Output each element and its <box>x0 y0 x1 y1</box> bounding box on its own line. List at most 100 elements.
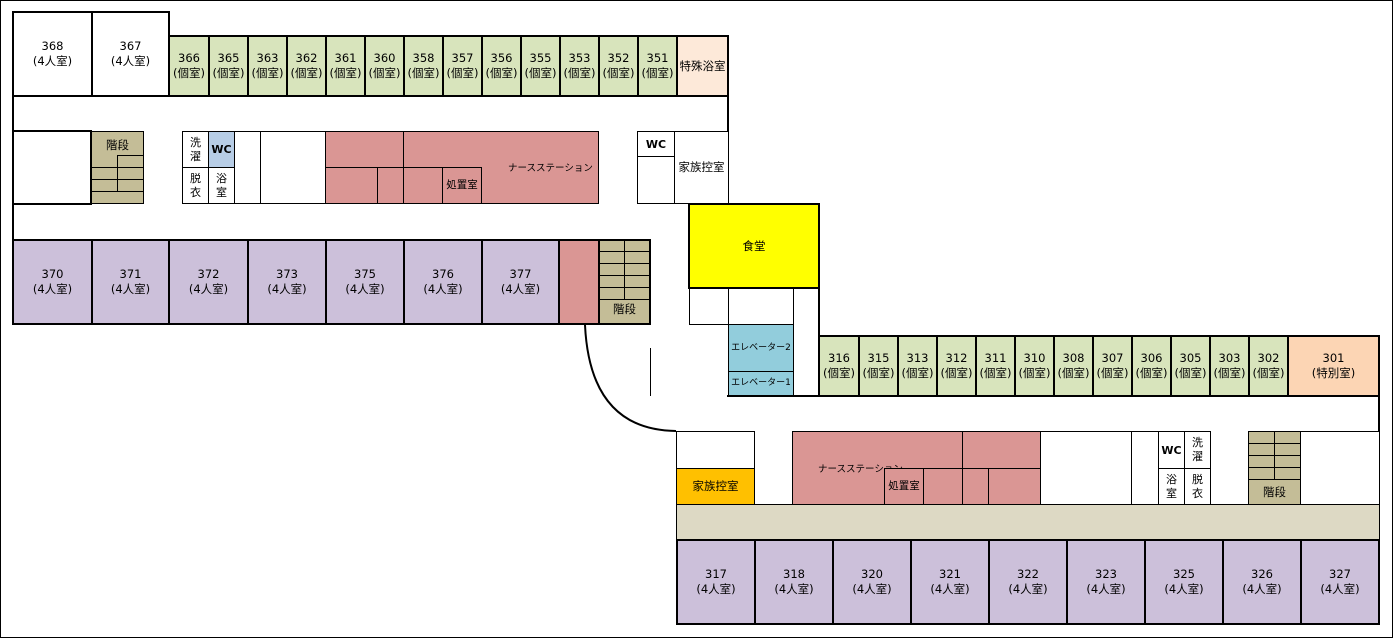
room-368[interactable]: 368 (4人室) <box>12 11 93 97</box>
nurse-area-upper[interactable] <box>325 167 378 204</box>
room-357[interactable]: 357 (個室) <box>442 35 483 97</box>
wc-lower[interactable]: WC <box>1158 431 1185 469</box>
room-308[interactable]: 308 (個室) <box>1053 335 1094 397</box>
room-type: (4人室) <box>110 282 151 296</box>
room-301[interactable]: 301 (特別室) <box>1287 335 1380 397</box>
wall <box>727 395 820 397</box>
room-315[interactable]: 315 (個室) <box>858 335 899 397</box>
room-372[interactable]: 372 (4人室) <box>168 239 249 325</box>
room-375[interactable]: 375 (4人室) <box>325 239 405 325</box>
room-376[interactable]: 376 (4人室) <box>403 239 483 325</box>
room-322[interactable]: 322 (4人室) <box>988 539 1068 625</box>
room-type: (個室) <box>901 366 934 380</box>
family-room-upper[interactable]: 家族控室 <box>674 131 729 204</box>
room-type: (4人室) <box>774 582 814 596</box>
room-number: 352 <box>607 51 630 65</box>
wc-label: WC <box>211 143 232 156</box>
service-room[interactable] <box>689 288 729 325</box>
room-370[interactable]: 370 (4人室) <box>12 239 93 325</box>
room-type: (個室) <box>1018 366 1051 380</box>
room-360[interactable]: 360 (個室) <box>364 35 405 97</box>
room-356[interactable]: 356 (個室) <box>481 35 522 97</box>
room-373[interactable]: 373 (4人室) <box>247 239 327 325</box>
room-377[interactable]: 377 (4人室) <box>481 239 560 325</box>
room-number: 356 <box>490 51 513 65</box>
room-307[interactable]: 307 (個室) <box>1092 335 1133 397</box>
room-number: 366 <box>178 51 200 65</box>
laundry-lower[interactable]: 洗濯 <box>1184 431 1211 469</box>
service-room[interactable] <box>1131 431 1159 505</box>
room-312[interactable]: 312 (個室) <box>936 335 977 397</box>
room-353[interactable]: 353 (個室) <box>559 35 600 97</box>
room-302[interactable]: 302 (個室) <box>1248 335 1289 397</box>
nurse-area-lower[interactable] <box>923 468 963 505</box>
stair-step <box>92 191 143 192</box>
room-number: 301 <box>1322 351 1345 365</box>
wc-upper-east[interactable]: WC <box>637 131 675 157</box>
room-326[interactable]: 326 (4人室) <box>1222 539 1302 625</box>
stair-rail <box>1274 432 1275 479</box>
nurse-area-lower[interactable] <box>962 468 989 505</box>
room-317[interactable]: 317 (4人室) <box>676 539 756 625</box>
family-room-lower[interactable]: 家族控室 <box>676 468 755 505</box>
service-room[interactable] <box>676 431 755 469</box>
service-room[interactable] <box>234 131 261 204</box>
room-310[interactable]: 310 (個室) <box>1014 335 1055 397</box>
service-room[interactable] <box>1040 431 1132 505</box>
bath-lower[interactable]: 浴室 <box>1158 468 1185 505</box>
room-305[interactable]: 305 (個室) <box>1170 335 1211 397</box>
nurse-area-upper[interactable] <box>377 167 404 204</box>
room-371[interactable]: 371 (4人室) <box>91 239 170 325</box>
stairs-label: 階段 <box>613 302 636 316</box>
room-316[interactable]: 316 (個室) <box>818 335 860 397</box>
corridor-lower[interactable] <box>676 504 1380 541</box>
service-room[interactable] <box>260 131 326 204</box>
room-number: 326 <box>1251 567 1273 581</box>
room-355[interactable]: 355 (個室) <box>520 35 561 97</box>
elevator-2[interactable]: エレベーター2 <box>728 324 794 372</box>
room-number: 315 <box>867 351 890 365</box>
room-365[interactable]: 365 (個室) <box>208 35 249 97</box>
room-type: (4人室) <box>1242 582 1282 596</box>
special-bath[interactable]: 特殊浴室 <box>676 35 729 97</box>
room-327[interactable]: 327 (4人室) <box>1300 539 1380 625</box>
service-room[interactable] <box>1300 431 1380 505</box>
room-321[interactable]: 321 (4人室) <box>910 539 990 625</box>
room-type: (4人室) <box>188 282 229 296</box>
room-type: (4人室) <box>110 54 151 68</box>
room-type: (個室) <box>368 66 401 80</box>
service-room[interactable] <box>728 288 794 325</box>
room-358[interactable]: 358 (個室) <box>403 35 444 97</box>
treatment-room-upper[interactable]: 処置室 <box>442 167 482 204</box>
room-313[interactable]: 313 (個室) <box>897 335 938 397</box>
room-type: (4人室) <box>32 282 73 296</box>
room-325[interactable]: 325 (4人室) <box>1144 539 1224 625</box>
room-type: (4人室) <box>267 282 307 296</box>
room-363[interactable]: 363 (個室) <box>247 35 288 97</box>
room-318[interactable]: 318 (4人室) <box>754 539 834 625</box>
room-306[interactable]: 306 (個室) <box>1131 335 1172 397</box>
dining-hall[interactable]: 食堂 <box>688 203 820 289</box>
room-type: (個室) <box>641 66 674 80</box>
room-number: 361 <box>334 51 357 65</box>
room-number: 355 <box>529 51 552 65</box>
family-room-label: 家族控室 <box>692 479 739 493</box>
nurse-area-south[interactable] <box>558 239 600 325</box>
room-323[interactable]: 323 (4人室) <box>1066 539 1146 625</box>
nurse-area-lower[interactable] <box>988 468 1041 505</box>
family-room-label: 家族控室 <box>678 160 725 174</box>
elevator-1[interactable]: エレベーター1 <box>728 371 794 396</box>
room-number: 307 <box>1101 351 1124 365</box>
nurse-area-lower[interactable] <box>962 431 1041 469</box>
service-room-west[interactable] <box>12 130 92 205</box>
room-311[interactable]: 311 (個室) <box>975 335 1016 397</box>
room-320[interactable]: 320 (4人室) <box>832 539 912 625</box>
room-303[interactable]: 303 (個室) <box>1209 335 1250 397</box>
room-362[interactable]: 362 (個室) <box>286 35 327 97</box>
dressing-label: 脱衣 <box>1192 472 1203 500</box>
treatment-room-lower[interactable]: 処置室 <box>884 468 924 505</box>
dressing-lower[interactable]: 脱衣 <box>1184 468 1211 505</box>
room-number: 320 <box>861 567 883 581</box>
room-361[interactable]: 361 (個室) <box>325 35 366 97</box>
